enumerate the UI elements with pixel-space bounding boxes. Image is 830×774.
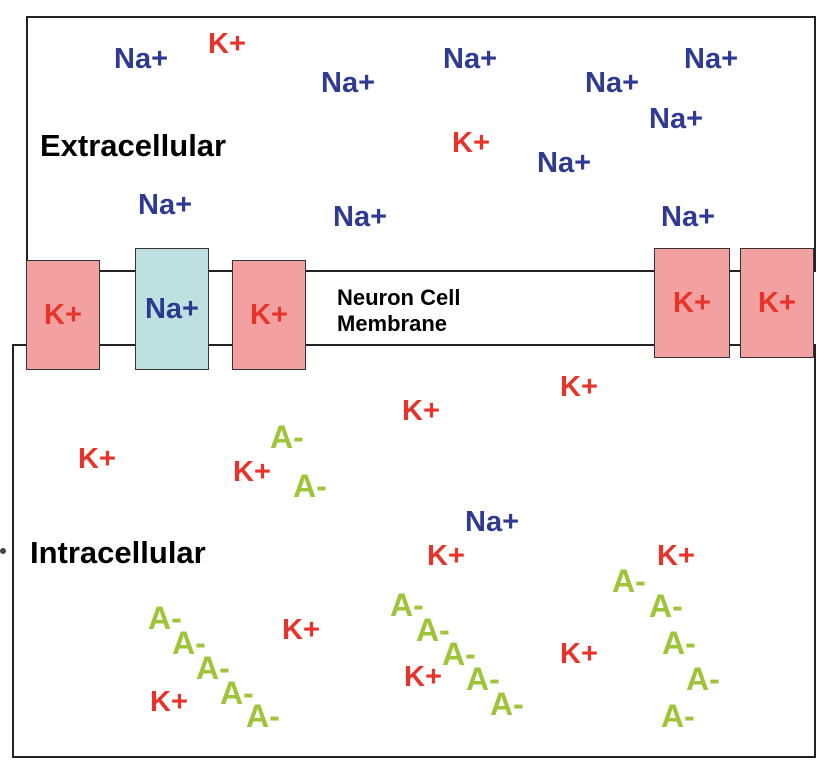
sodium-ion: Na+ bbox=[649, 103, 704, 135]
sodium-ion: Na+ bbox=[443, 43, 498, 75]
sodium-ion: Na+ bbox=[321, 67, 376, 99]
anion: A- bbox=[196, 650, 230, 686]
anion: A- bbox=[172, 625, 206, 661]
k-channel: K+ bbox=[740, 248, 814, 358]
anion: A- bbox=[490, 686, 524, 722]
membrane-label: Neuron Cell Membrane bbox=[337, 285, 460, 338]
membrane-label-line2: Membrane bbox=[337, 311, 448, 337]
anion: A- bbox=[390, 587, 424, 623]
anion: A- bbox=[662, 625, 696, 661]
anion: A- bbox=[442, 636, 476, 672]
edge-mark bbox=[0, 548, 6, 554]
membrane-label-line1: Neuron Cell bbox=[337, 285, 461, 310]
extracellular-label: Extracellular bbox=[40, 128, 227, 163]
anion: A- bbox=[148, 600, 182, 636]
intracellular-label: Intracellular bbox=[30, 535, 206, 570]
potassium-ion: K+ bbox=[404, 661, 442, 693]
sodium-ion: Na+ bbox=[684, 43, 739, 75]
anion: A- bbox=[220, 675, 254, 711]
anion: A- bbox=[270, 419, 304, 455]
potassium-ion: K+ bbox=[427, 540, 465, 572]
potassium-ion: K+ bbox=[452, 127, 490, 159]
sodium-ion: Na+ bbox=[138, 189, 193, 221]
na-channel: Na+ bbox=[135, 248, 209, 370]
potassium-ion: K+ bbox=[657, 540, 695, 572]
anion: A- bbox=[649, 588, 683, 624]
potassium-ion: K+ bbox=[150, 686, 188, 718]
anion: A- bbox=[466, 661, 500, 697]
potassium-ion: K+ bbox=[282, 614, 320, 646]
k-channel: K+ bbox=[654, 248, 730, 358]
potassium-ion: K+ bbox=[560, 638, 598, 670]
potassium-ion: K+ bbox=[402, 395, 440, 427]
sodium-ion: Na+ bbox=[465, 506, 520, 538]
potassium-ion: K+ bbox=[78, 443, 116, 475]
anion: A- bbox=[293, 468, 327, 504]
anion: A- bbox=[612, 563, 646, 599]
sodium-ion: Na+ bbox=[537, 147, 592, 179]
potassium-ion: K+ bbox=[560, 371, 598, 403]
sodium-ion: Na+ bbox=[114, 43, 169, 75]
anion: A- bbox=[416, 612, 450, 648]
k-channel: K+ bbox=[26, 260, 100, 370]
potassium-ion: K+ bbox=[208, 28, 246, 60]
anion: A- bbox=[686, 661, 720, 697]
potassium-ion: K+ bbox=[233, 456, 271, 488]
anion: A- bbox=[661, 698, 695, 734]
anion: A- bbox=[246, 698, 280, 734]
sodium-ion: Na+ bbox=[661, 201, 716, 233]
k-channel: K+ bbox=[232, 260, 306, 370]
sodium-ion: Na+ bbox=[585, 67, 640, 99]
sodium-ion: Na+ bbox=[333, 201, 388, 233]
